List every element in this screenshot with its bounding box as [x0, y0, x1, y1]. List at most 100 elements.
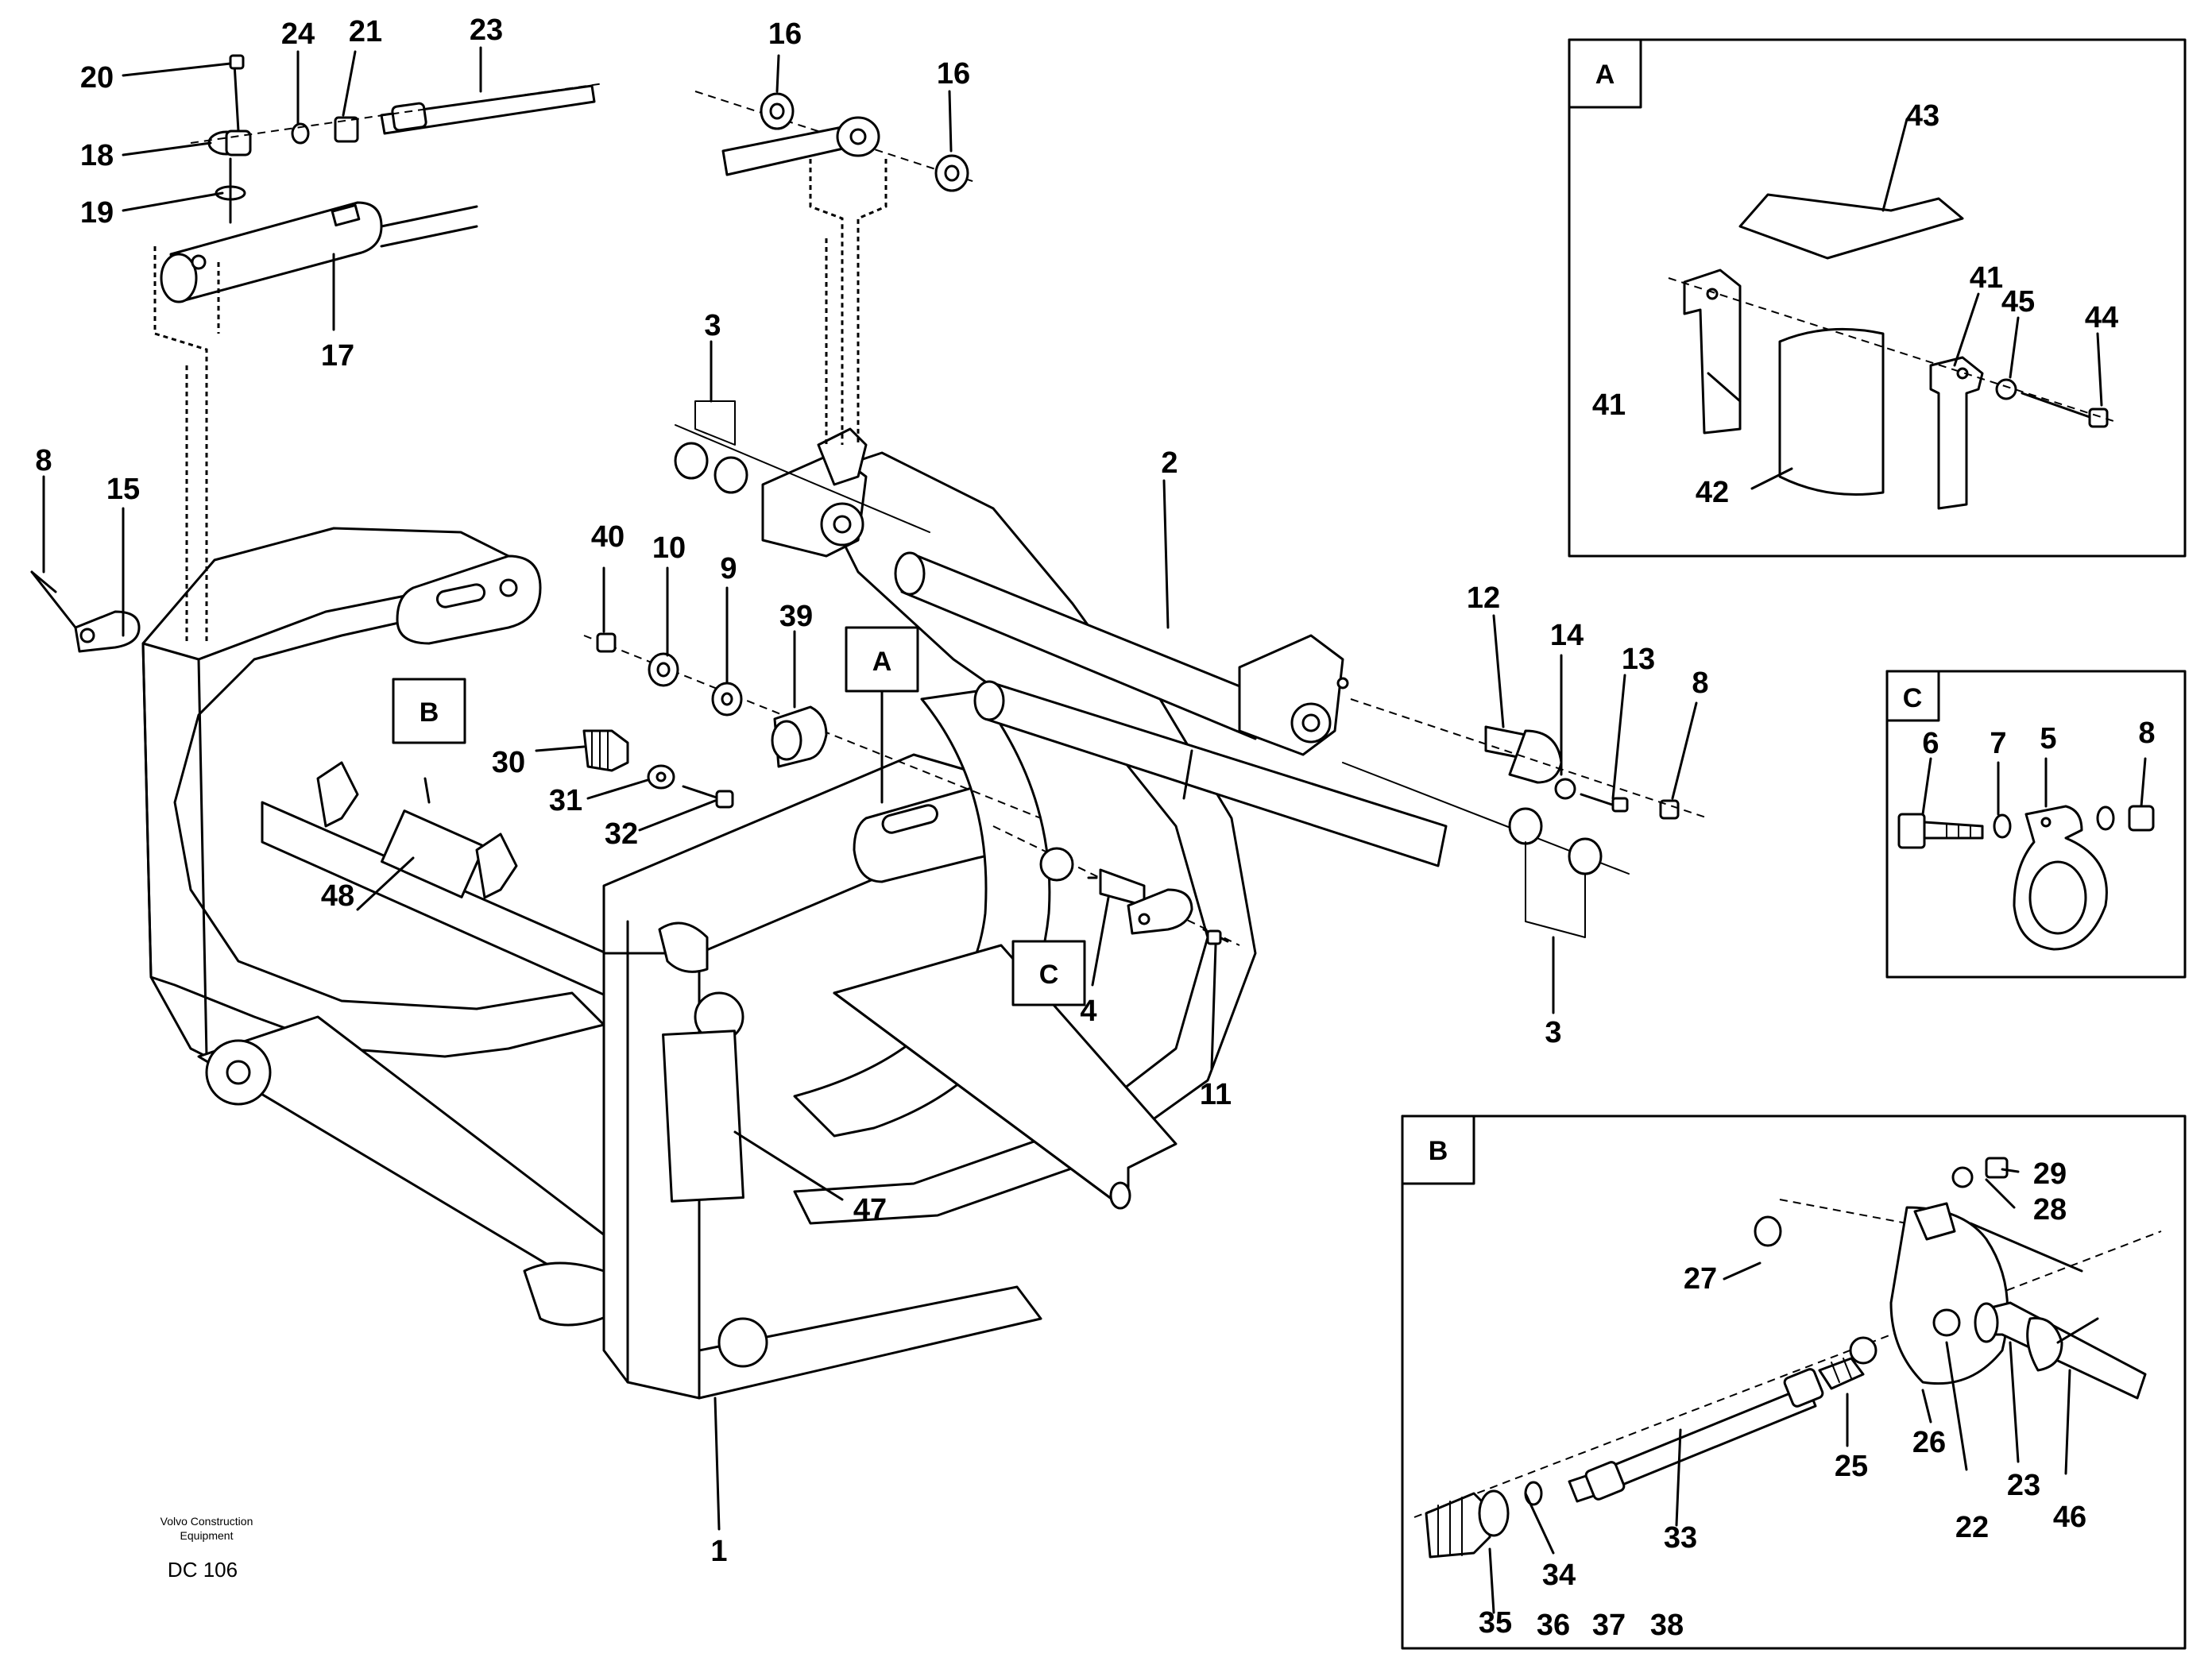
bolt-32 — [715, 790, 734, 809]
fitting-25 — [1818, 1357, 1865, 1390]
part-label: 45 — [2001, 285, 2035, 319]
fitting-22 — [1932, 1308, 1961, 1337]
bushing-3b — [1508, 807, 1543, 845]
callout-a-label: A — [872, 647, 892, 677]
part-label: 43 — [1906, 99, 1939, 133]
part-label: 41 — [1970, 261, 2003, 295]
part-label: 4 — [1080, 995, 1096, 1028]
part-labels: 20 24 21 23 18 19 17 8 15 16 16 3 2 40 1… — [35, 14, 2155, 1642]
detail-a: A — [1568, 38, 2187, 558]
bolt-44 — [2021, 392, 2091, 419]
part-label: 9 — [720, 552, 737, 585]
screw-20 — [233, 62, 240, 133]
part-label: 26 — [1912, 1426, 1946, 1459]
bolt-6-shank — [1923, 821, 1984, 840]
part-label: 46 — [2053, 1501, 2086, 1534]
part-label: 40 — [591, 520, 625, 554]
footer: Volvo Construction Equipment DC 106 — [160, 1515, 253, 1582]
cover-43 — [1738, 193, 1964, 260]
main-callouts: A B C — [392, 626, 1086, 1006]
part-label: 5 — [2040, 722, 2056, 755]
part-label: 48 — [321, 879, 354, 913]
part-label: 21 — [349, 15, 382, 48]
callout-box-a — [845, 626, 919, 693]
pad-42 — [1778, 327, 1885, 496]
bolt-13 — [1580, 793, 1618, 808]
detail-b: B — [1401, 1115, 2187, 1650]
part-label: 23 — [470, 14, 503, 47]
part-label: 7 — [1990, 727, 2006, 760]
callout-box-c — [1011, 940, 1086, 1006]
ring-c — [1039, 847, 1074, 882]
part-label: 18 — [80, 139, 114, 172]
part-label: 15 — [106, 473, 140, 506]
nut-8 — [2128, 805, 2155, 832]
part-label: 34 — [1542, 1559, 1576, 1592]
grease-nipple-30 — [582, 729, 629, 772]
callout-b-label: B — [420, 697, 439, 728]
part-label: 38 — [1650, 1609, 1684, 1642]
part-label: 25 — [1835, 1450, 1868, 1483]
detail-c: C — [1885, 670, 2187, 979]
detail-c-label: C — [1903, 683, 1923, 713]
part-label: 36 — [1537, 1609, 1570, 1642]
right-pivot-bracket — [1238, 634, 1344, 756]
part-label: 11 — [1200, 1078, 1232, 1111]
part-label: 23 — [2007, 1469, 2040, 1502]
part-label: 32 — [605, 817, 638, 851]
footer-company-line1: Volvo Construction — [160, 1515, 253, 1528]
part-label: 10 — [652, 531, 686, 565]
part-label: 27 — [1684, 1262, 1717, 1296]
washer-24 — [291, 122, 310, 145]
leader-lines — [42, 46, 1698, 1531]
part-label: 14 — [1550, 619, 1584, 652]
nut-29 — [1985, 1157, 2009, 1179]
washer-14 — [1554, 778, 1576, 800]
callout-box-b — [392, 678, 466, 744]
part-label: 39 — [779, 600, 813, 633]
bushing-3a — [674, 442, 709, 480]
part-label: 47 — [853, 1193, 887, 1227]
left-frame-plate — [141, 642, 208, 1058]
part-label: 41 — [1592, 388, 1626, 422]
hose-23-top — [380, 84, 596, 135]
nut-21 — [334, 116, 359, 143]
part-label: 12 — [1467, 581, 1500, 615]
washer-7 — [1993, 813, 2012, 839]
ring-28 — [1951, 1166, 1974, 1188]
main-assembly-drawing — [30, 54, 1709, 1400]
bolt-6-head — [1897, 813, 1926, 849]
part-label: 29 — [2033, 1157, 2067, 1191]
cylinder-bracket-left — [153, 246, 208, 643]
part-label: 3 — [704, 309, 721, 342]
ring-27 — [1754, 1215, 1782, 1247]
bracket-41b — [1929, 356, 1984, 510]
lever-shaft — [721, 126, 852, 176]
part-label: 44 — [2085, 301, 2118, 334]
part-label: 22 — [1955, 1511, 1989, 1544]
frame-hole-lower — [717, 1317, 768, 1368]
part-label: 35 — [1479, 1606, 1512, 1640]
part-label: 3 — [1545, 1016, 1561, 1049]
part-label: 8 — [1692, 666, 1708, 700]
nut-40 — [596, 632, 617, 653]
part-label: 42 — [1696, 476, 1729, 509]
clamp-46 — [2026, 1316, 2063, 1372]
part-label: 8 — [2138, 717, 2155, 750]
washer-8 — [2096, 805, 2115, 831]
lever-bracket — [809, 159, 844, 445]
part-label: 16 — [937, 57, 970, 91]
coupling-35 — [1425, 1492, 1491, 1559]
detail-b-label: B — [1429, 1136, 1448, 1166]
part-label: 28 — [2033, 1193, 2067, 1227]
part-label: 17 — [321, 339, 354, 373]
part-label: 2 — [1161, 446, 1178, 480]
bracket-41a — [1683, 268, 1742, 435]
part-label: 8 — [35, 444, 52, 477]
callout-c-label: C — [1039, 960, 1059, 990]
part-label: 33 — [1664, 1521, 1697, 1555]
part-label: 6 — [1922, 727, 1939, 760]
part-label: 16 — [768, 17, 802, 51]
part-label: 19 — [80, 196, 114, 230]
